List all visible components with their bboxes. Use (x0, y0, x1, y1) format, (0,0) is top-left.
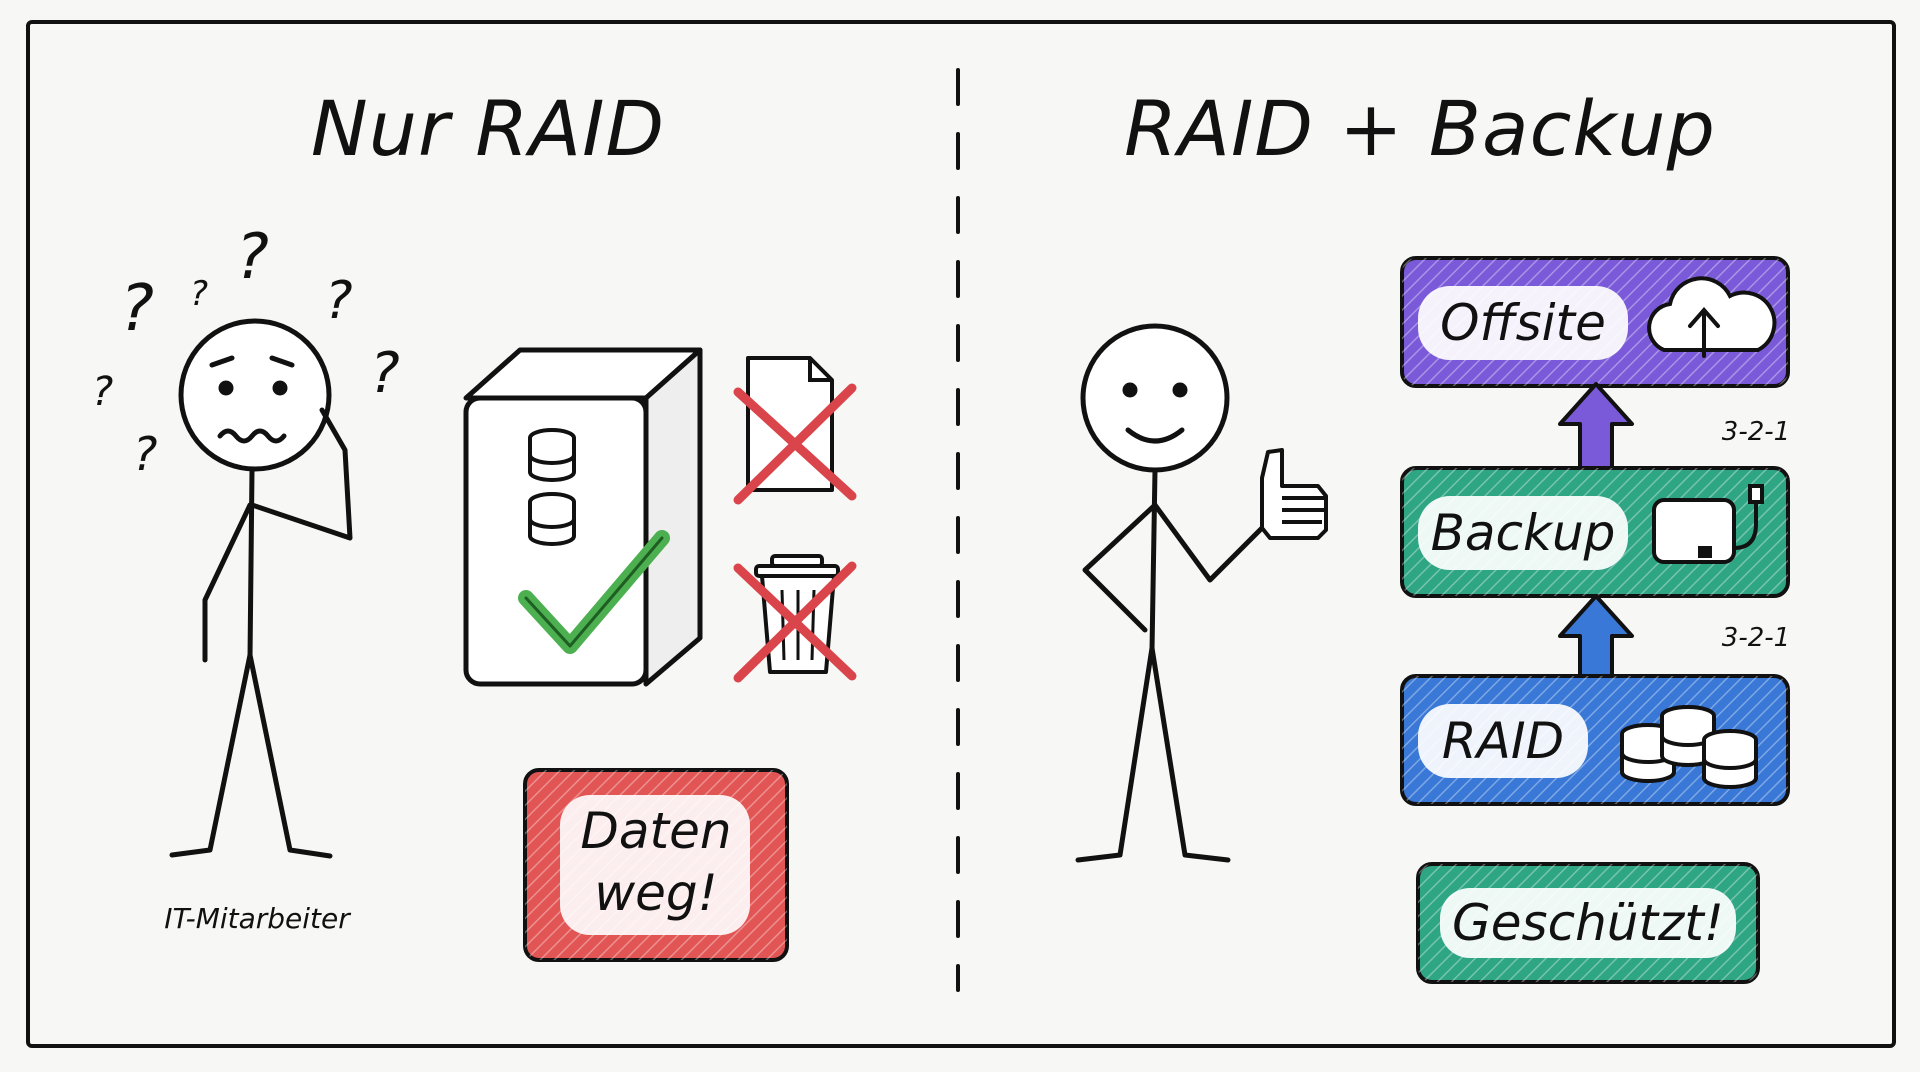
database-stack-icon (1620, 705, 1758, 789)
confused-person-figure (169, 318, 353, 859)
svg-text:?: ? (370, 341, 400, 406)
left-panel-title: Nur RAID (311, 84, 665, 173)
deleted-trash-icon (733, 554, 857, 683)
protected-label: Geschützt! (1452, 894, 1724, 952)
arrow-backup-to-offsite (1558, 382, 1634, 474)
svg-text:?: ? (190, 274, 208, 314)
protected-box: Geschützt! (1416, 862, 1760, 984)
raid-layer-box: RAID (1400, 674, 1790, 806)
rule-label-upper: 3-2-1 (1722, 417, 1790, 447)
question-marks: ? ? ? ? ? ? ? (92, 220, 400, 481)
right-panel-title: RAID + Backup (1124, 84, 1716, 173)
cloud-upload-icon (1647, 276, 1777, 358)
svg-text:?: ? (133, 427, 157, 481)
data-lost-label-line1: Daten (580, 802, 731, 860)
happy-person-figure (1075, 323, 1265, 863)
backup-layer-box: Backup (1400, 466, 1790, 598)
backup-layer-label: Backup (1431, 504, 1616, 562)
person-caption: IT-Mitarbeiter (164, 902, 351, 935)
database-icon (528, 428, 576, 546)
svg-text:?: ? (120, 272, 154, 346)
outer-frame (26, 20, 1896, 1048)
svg-text:?: ? (236, 220, 269, 293)
offsite-layer-box: Offsite (1400, 256, 1790, 388)
arrow-raid-to-backup (1558, 594, 1634, 682)
svg-text:?: ? (325, 271, 353, 331)
external-drive-icon (1652, 484, 1764, 564)
svg-text:?: ? (92, 369, 113, 415)
raid-layer-label: RAID (1442, 712, 1564, 770)
rule-label-lower: 3-2-1 (1722, 623, 1790, 653)
thumbs-up-icon (1260, 448, 1328, 540)
data-lost-label-line2: weg! (594, 864, 717, 922)
data-lost-box: Daten weg! (523, 768, 789, 962)
deleted-file-icon (733, 356, 857, 505)
offsite-layer-label: Offsite (1440, 294, 1606, 352)
